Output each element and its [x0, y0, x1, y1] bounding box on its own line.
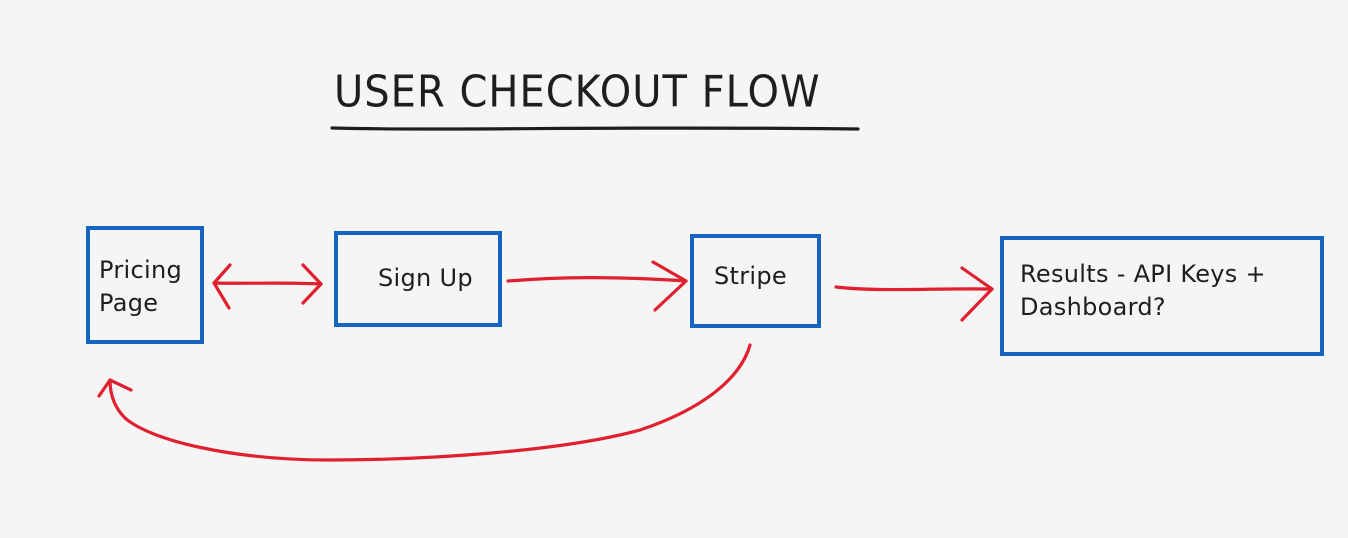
edge-pricing-signup-line [212, 281, 323, 286]
edge-stripe-results-head [960, 266, 994, 322]
node-pricing-line1: Pricing [99, 256, 182, 284]
node-results-line1: Results - API Keys + [1020, 260, 1266, 288]
title-underline [330, 126, 860, 131]
edge-signup-stripe-head [651, 260, 688, 312]
edge-pricing-signup-head-left [212, 263, 232, 310]
node-sign-up: Sign Up [334, 231, 502, 327]
node-pricing-page-label: Pricing Page [99, 254, 182, 320]
node-sign-up-label: Sign Up [378, 264, 473, 292]
edge-signup-stripe-line [506, 276, 688, 283]
edge-stripe-results-line [834, 285, 994, 292]
edge-signup-stripe [506, 260, 688, 312]
node-results: Results - API Keys + Dashboard? [1000, 236, 1324, 356]
edge-pricing-signup-head-right [301, 263, 323, 305]
edge-pricing-signup [212, 263, 323, 310]
edge-stripe-pricing-head [97, 378, 133, 398]
edge-stripe-pricing [97, 343, 752, 462]
diagram-title: USER CHECKOUT FLOW [334, 66, 821, 118]
node-results-line2: Dashboard? [1020, 293, 1166, 321]
node-pricing-page: Pricing Page [86, 226, 204, 344]
edge-stripe-pricing-line [108, 343, 752, 462]
node-pricing-line2: Page [99, 289, 159, 317]
edge-stripe-results [834, 266, 994, 322]
node-stripe-label: Stripe [714, 262, 787, 290]
node-results-label: Results - API Keys + Dashboard? [1020, 258, 1266, 324]
node-stripe: Stripe [690, 234, 821, 328]
